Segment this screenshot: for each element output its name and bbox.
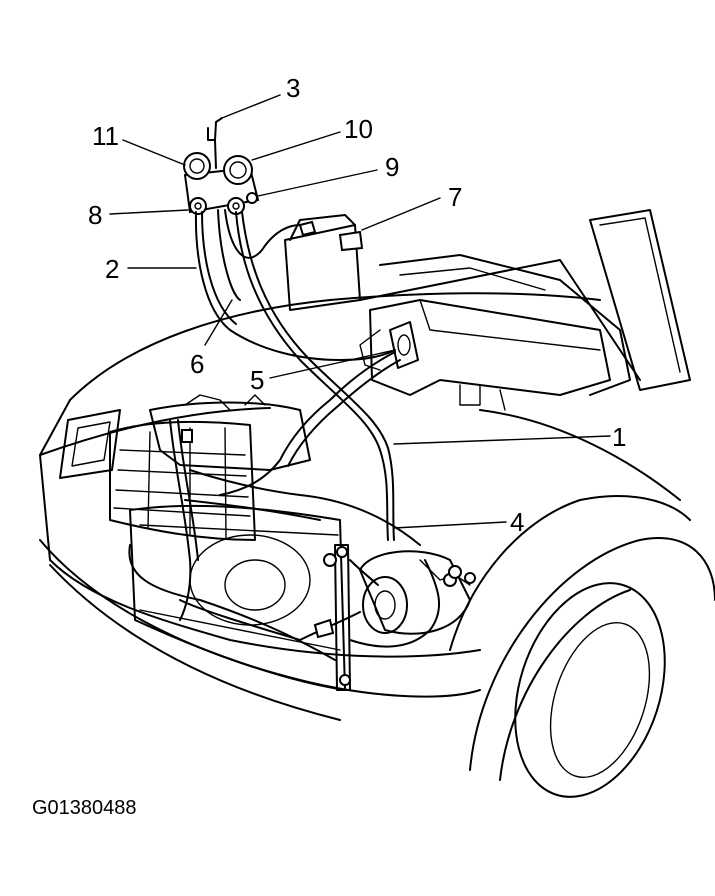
callout-3: 3 (286, 73, 300, 103)
charging-cylinder (284, 214, 364, 311)
callout-1: 1 (612, 422, 626, 452)
leader-9 (257, 169, 378, 197)
leader-4 (393, 521, 507, 529)
callout-5: 5 (250, 365, 264, 395)
high-pressure-gauge (223, 155, 253, 185)
vehicle-body (39, 209, 715, 798)
engine-block (149, 299, 611, 471)
callout-11: 11 (92, 121, 119, 151)
callout-6: 6 (190, 349, 204, 379)
leader-7 (361, 197, 441, 231)
leader-11 (122, 139, 186, 166)
callout-2: 2 (105, 254, 119, 284)
refrigerant-hoses (128, 209, 476, 661)
leader-3 (221, 94, 281, 119)
figure-id: G01380488 (32, 797, 137, 819)
leader-1 (393, 435, 611, 445)
low-side-valve (189, 197, 207, 215)
leader-10 (251, 131, 341, 161)
leader-lines (109, 94, 611, 529)
callout-4: 4 (510, 507, 524, 537)
leader-5 (269, 349, 396, 379)
leader-8 (109, 209, 189, 215)
compressor (359, 550, 471, 635)
low-pressure-gauge (183, 152, 211, 180)
manifold-gauge-set (183, 117, 260, 215)
callout-9: 9 (385, 152, 399, 182)
condenser (129, 504, 351, 691)
callout-7: 7 (448, 182, 462, 212)
leader-6 (204, 299, 233, 346)
callout-10: 10 (344, 114, 373, 144)
callouts: 3 10 11 9 8 7 2 6 5 1 4 (88, 73, 626, 537)
receiver-drier (389, 321, 419, 369)
callout-8: 8 (88, 200, 102, 230)
